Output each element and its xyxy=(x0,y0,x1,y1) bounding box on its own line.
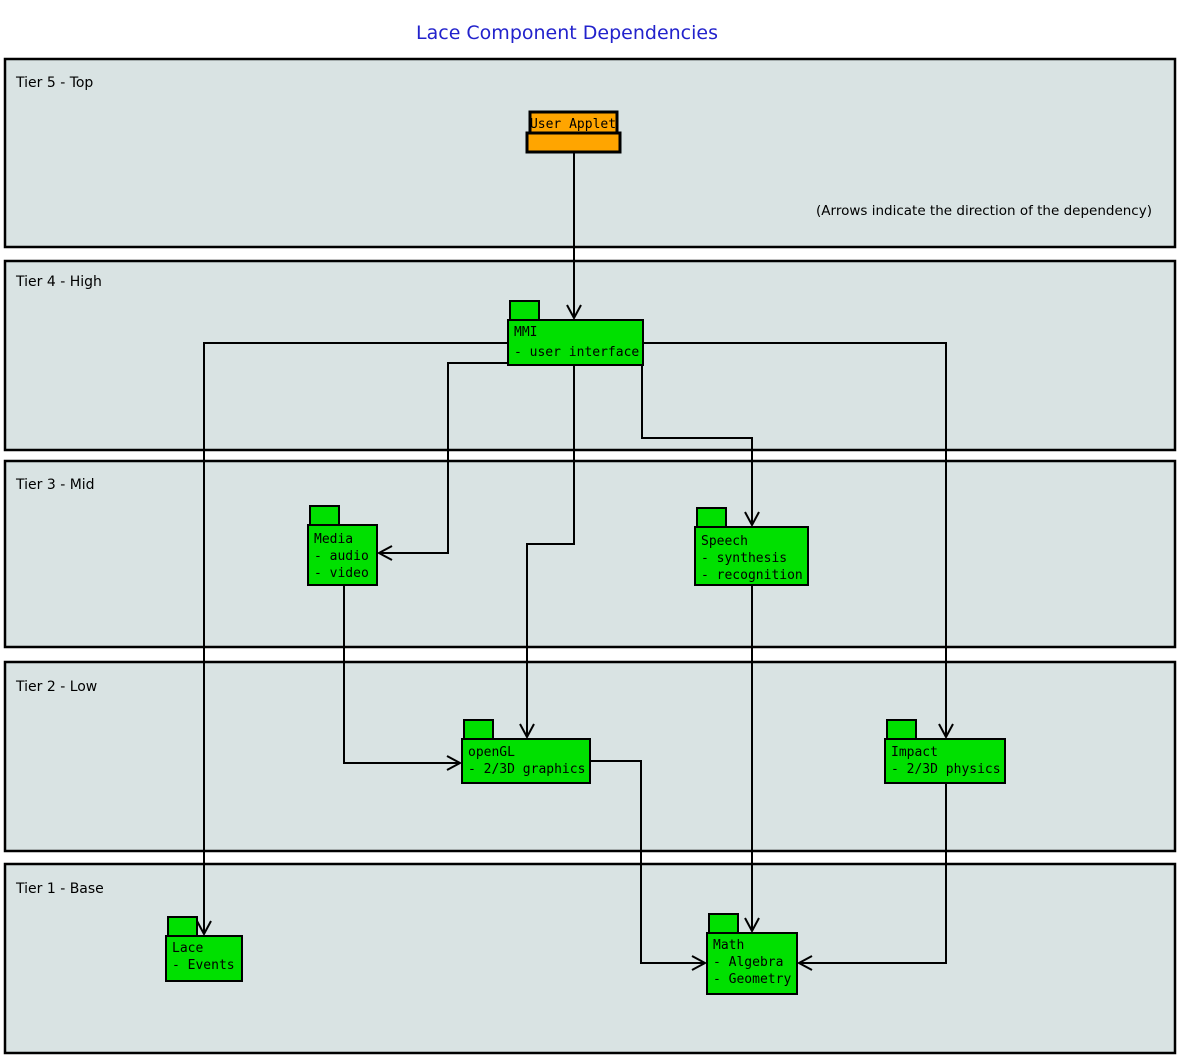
math-detail: - Algebra xyxy=(713,955,783,970)
math-label: Math xyxy=(713,938,744,953)
math-folder-tab xyxy=(708,913,739,934)
edge-speech-to-math xyxy=(744,585,760,934)
mmi-folder-body xyxy=(507,319,644,366)
arrowhead-down-icon xyxy=(566,304,582,321)
component-opengl: openGL - 2/3D graphics xyxy=(461,719,591,784)
edge-opengl-to-math xyxy=(590,760,708,971)
tier-5-label: Tier 5 - Top xyxy=(15,75,93,91)
tier-2-label: Tier 2 - Low xyxy=(15,679,97,695)
tier-1-rect xyxy=(3,862,1177,1055)
arrowhead-down-icon xyxy=(519,723,535,740)
component-user-applet: User Applet xyxy=(525,110,622,154)
arrowhead-left-icon xyxy=(376,545,393,561)
component-mmi: MMI - user interface xyxy=(507,300,644,366)
media-folder-body xyxy=(307,524,378,586)
mmi-detail: - user interface xyxy=(514,345,639,360)
tier-3-label: Tier 3 - Mid xyxy=(15,477,95,493)
edge-media-to-opengl xyxy=(343,585,463,771)
dependency-note: (Arrows indicate the direction of the de… xyxy=(816,203,1152,219)
edge-mmi-to-impact xyxy=(643,342,954,740)
media-detail: - video xyxy=(314,566,369,581)
lace-detail: - Events xyxy=(172,958,235,973)
arrowhead-down-icon xyxy=(744,511,760,528)
opengl-folder-body xyxy=(461,738,591,784)
component-math: Math - Algebra - Geometry xyxy=(706,913,798,995)
impact-folder-body xyxy=(884,738,1006,784)
speech-detail: - recognition xyxy=(701,568,803,583)
edge-mmi-to-opengl xyxy=(519,365,575,740)
media-label: Media xyxy=(314,532,353,547)
lace-label: Lace xyxy=(172,941,203,956)
speech-folder-body xyxy=(694,526,809,586)
component-media: Media - audio - video xyxy=(307,505,378,586)
speech-folder-tab xyxy=(696,507,727,528)
user-applet-label: User Applet xyxy=(530,117,616,132)
tier-3-rect xyxy=(3,459,1177,649)
tier-4-rect xyxy=(3,259,1177,452)
arrowhead-down-icon xyxy=(744,917,760,934)
media-detail: - audio xyxy=(314,549,369,564)
component-impact: Impact - 2/3D physics xyxy=(884,719,1006,784)
arrowhead-down-icon xyxy=(938,723,954,740)
edge-mmi-to-lace xyxy=(196,342,508,937)
impact-detail: - 2/3D physics xyxy=(891,762,1001,777)
component-lace: Lace - Events xyxy=(165,916,243,982)
arrowhead-left-icon xyxy=(796,955,813,971)
tier-band-1: Tier 1 - Base xyxy=(3,862,1177,1055)
edge-mmi-to-speech xyxy=(641,365,760,528)
tier-4-label: Tier 4 - High xyxy=(15,274,102,290)
math-folder-body xyxy=(706,932,798,995)
math-detail: - Geometry xyxy=(713,972,791,987)
impact-label: Impact xyxy=(891,745,938,760)
lace-folder-body xyxy=(165,935,243,982)
tier-band-3: Tier 3 - Mid xyxy=(3,459,1177,649)
speech-label: Speech xyxy=(701,534,748,549)
speech-detail: - synthesis xyxy=(701,551,787,566)
tier-band-4: Tier 4 - High xyxy=(3,259,1177,452)
edge-user-applet-to-mmi xyxy=(566,152,582,321)
impact-folder-tab xyxy=(886,719,917,740)
user-applet-body-box xyxy=(525,131,622,154)
tier-1-label: Tier 1 - Base xyxy=(15,881,104,897)
opengl-folder-tab xyxy=(463,719,494,740)
arrowhead-down-icon xyxy=(196,920,212,937)
opengl-label: openGL xyxy=(468,745,515,760)
diagram-title: Lace Component Dependencies xyxy=(416,22,718,44)
arrowhead-right-icon xyxy=(446,755,463,771)
lace-folder-tab xyxy=(167,916,198,937)
mmi-folder-tab xyxy=(509,300,540,321)
component-speech: Speech - synthesis - recognition xyxy=(694,507,809,586)
mmi-label: MMI xyxy=(514,325,537,340)
edge-mmi-to-media xyxy=(376,362,508,561)
arrowhead-right-icon xyxy=(691,955,708,971)
media-folder-tab xyxy=(309,505,340,526)
edge-impact-to-math xyxy=(796,783,947,971)
opengl-detail: - 2/3D graphics xyxy=(468,762,585,777)
